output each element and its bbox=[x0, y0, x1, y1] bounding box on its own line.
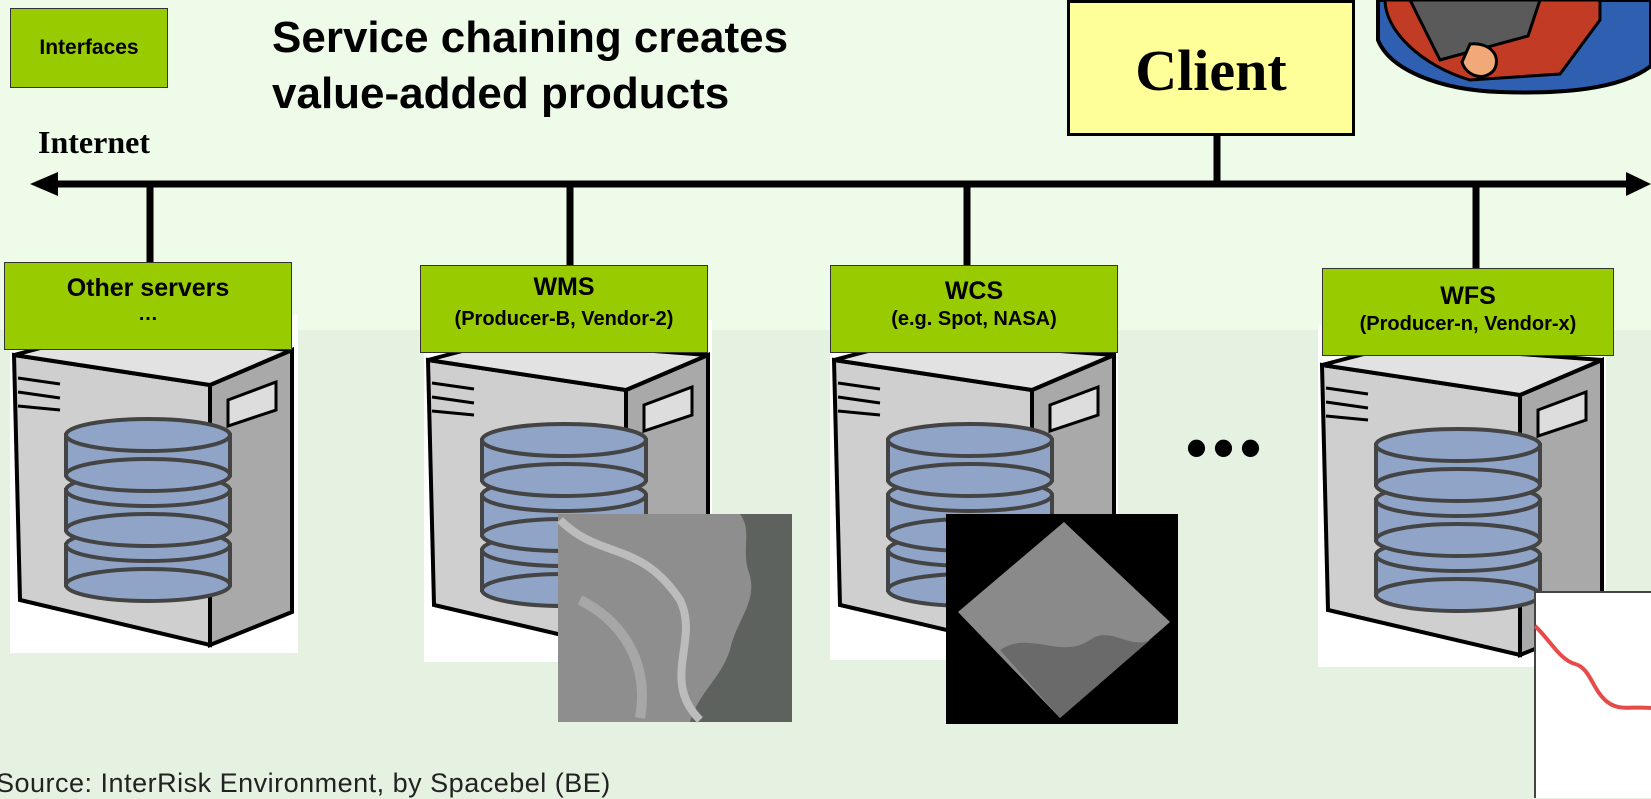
drop-lines bbox=[146, 136, 1480, 270]
internet-label: Internet bbox=[38, 124, 150, 160]
source-note: Source: InterRisk Environment, by Spaceb… bbox=[0, 768, 611, 798]
backbone-right-arrowhead bbox=[1626, 172, 1651, 196]
server-detail: (e.g. Spot, NASA) bbox=[891, 308, 1057, 330]
server-label-other: Other servers … bbox=[4, 262, 292, 350]
server-detail: (Producer-B, Vendor-2) bbox=[454, 308, 674, 330]
interfaces-tag: Interfaces bbox=[10, 8, 168, 88]
server-detail: (Producer-n, Vendor-x) bbox=[1359, 313, 1577, 335]
client-box: Client bbox=[1067, 0, 1355, 136]
server-label-wfs: WFS (Producer-n, Vendor-x) bbox=[1322, 268, 1614, 356]
server-name: WCS bbox=[944, 277, 1004, 305]
title-line-2: value-added products bbox=[272, 69, 730, 118]
backbone-left-arrowhead bbox=[30, 172, 58, 196]
server-detail: … bbox=[138, 303, 158, 325]
server-tower-other bbox=[10, 315, 298, 653]
server-name: WFS bbox=[1440, 282, 1496, 310]
user-clipart-icon bbox=[1376, 0, 1651, 95]
disk-stack-icon bbox=[1374, 427, 1542, 613]
slide-title: Service chaining creates value-added pro… bbox=[272, 10, 788, 122]
more-servers-ellipsis: ••• bbox=[1186, 414, 1268, 481]
disk-stack-icon bbox=[64, 417, 232, 603]
server-name: WMS bbox=[533, 273, 595, 301]
server-label-wms: WMS (Producer-B, Vendor-2) bbox=[420, 265, 708, 353]
wcs-satellite-image bbox=[946, 514, 1178, 724]
wms-map-image bbox=[557, 514, 792, 723]
server-name: Other servers bbox=[66, 274, 230, 302]
title-line-1: Service chaining creates bbox=[272, 13, 789, 62]
server-tower-wfs bbox=[1318, 325, 1606, 667]
wfs-feature-panel bbox=[1533, 591, 1651, 798]
server-label-wcs: WCS (e.g. Spot, NASA) bbox=[830, 265, 1118, 353]
